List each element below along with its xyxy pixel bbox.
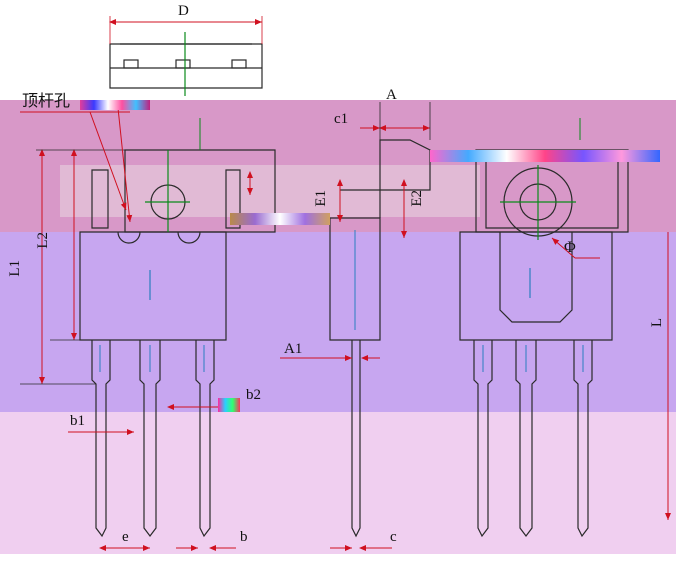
top-view-pad-right: [231, 59, 247, 69]
label-L2: L2: [35, 232, 51, 249]
top-view-pad-center: [175, 59, 191, 69]
label-c1: c1: [334, 111, 349, 127]
ejector-hole-leader-2: [89, 111, 127, 211]
label-E1: E1: [313, 190, 329, 207]
top-view-body: [109, 43, 263, 89]
front-view-body: [79, 231, 227, 341]
noise-block: [218, 398, 240, 412]
background-band-strip: [60, 165, 480, 217]
label-c: c: [390, 529, 397, 545]
label-A1: A1: [284, 341, 303, 357]
top-view-pad-left: [123, 59, 139, 69]
label-L1: L1: [7, 260, 23, 277]
noise-block: [430, 150, 660, 162]
side-view-tab: [379, 139, 431, 191]
label-b2: b2: [246, 387, 261, 403]
label-e: e: [122, 529, 129, 545]
dim-phi-leader: [551, 237, 576, 259]
back-view: [459, 149, 629, 538]
label-b1: b1: [70, 413, 85, 429]
noise-block: [230, 213, 330, 225]
label-L: L: [649, 318, 665, 328]
noise-block: [80, 100, 150, 110]
side-view-body: [329, 217, 381, 341]
label-E2: E2: [409, 190, 425, 207]
background-band-bottom: [0, 412, 676, 554]
label-A: A: [386, 87, 397, 103]
side-view-lead: [351, 340, 361, 538]
front-view: [79, 149, 276, 538]
label-ejector-hole: 顶杆孔: [22, 93, 71, 110]
top-view: [109, 43, 263, 89]
ejector-hole-leader-1: [117, 107, 133, 223]
side-view: [329, 139, 431, 538]
back-view-body: [459, 231, 613, 341]
background-band-middle: [0, 232, 676, 412]
label-phi: Φ: [564, 239, 576, 256]
label-b: b: [240, 529, 248, 545]
label-D: D: [178, 3, 189, 19]
